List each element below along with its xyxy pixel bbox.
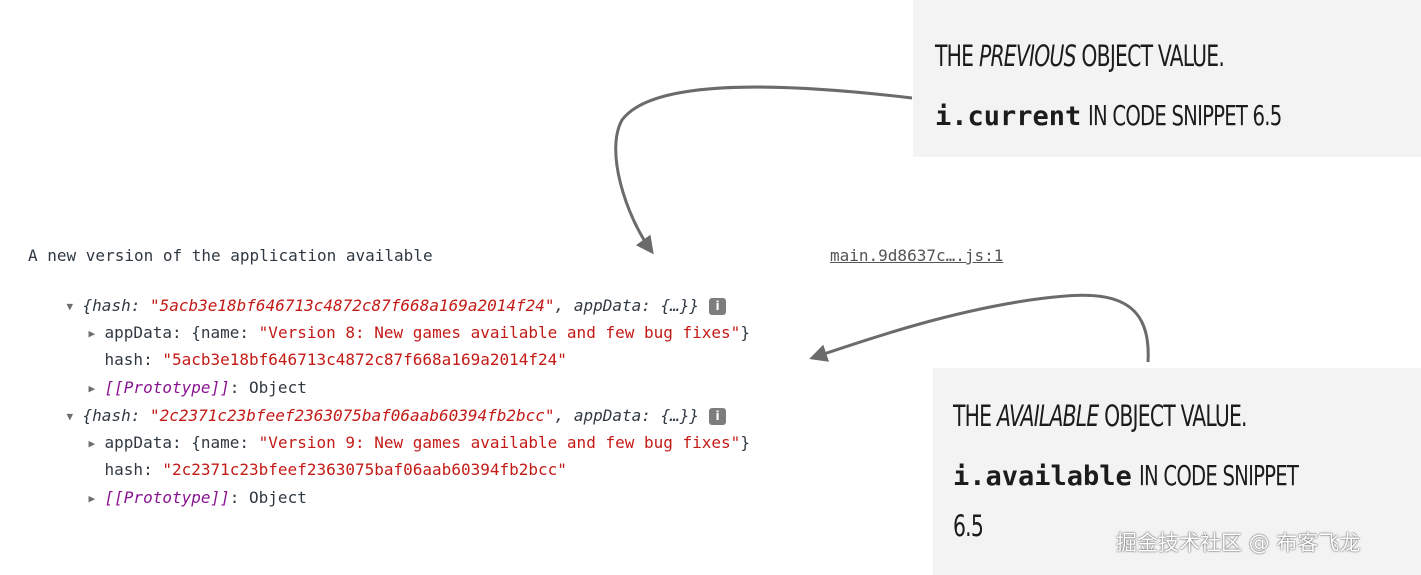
annotation-code: i.current	[935, 101, 1082, 132]
expand-triangle-icon[interactable]: ▼	[66, 299, 74, 313]
available-annotation-code-line: i.available IN CODE SNIPPET	[953, 456, 1343, 497]
annotation-emphasis: AVAILABLE	[996, 399, 1099, 433]
annotation-suffix: OBJECT VALUE.	[1104, 399, 1247, 433]
hash-value: "2c2371c23bfeef2363075baf06aab60394fb2bc…	[162, 460, 567, 479]
summary-hash-key: hash	[92, 296, 131, 315]
annotation-prefix: THE	[935, 39, 974, 73]
hash-key: hash	[104, 460, 144, 479]
summary-hash-value: "2c2371c23bfeef2363075baf06aab60394fb2bc…	[149, 406, 555, 425]
previous-arrow	[614, 85, 913, 255]
appdata-name-value: "Version 9: New games available and few …	[258, 433, 741, 452]
prototype-value: Object	[249, 378, 307, 397]
appdata-name-value: "Version 8: New games available and few …	[258, 323, 741, 342]
annotation-code: i.available	[953, 461, 1132, 492]
appdata-key: appData	[104, 323, 172, 342]
previous-annotation-title: THE PREVIOUS OBJECT VALUE.	[935, 36, 1225, 76]
source-link[interactable]: main.9d8637c….js:1	[830, 246, 1004, 265]
annotation-prefix: THE	[953, 399, 992, 433]
prototype-value: Object	[249, 488, 307, 507]
appdata-name-key: name	[200, 433, 240, 452]
summary-hash-value: "5acb3e18bf646713c4872c87f668a169a2014f2…	[149, 296, 555, 315]
hash-value: "5acb3e18bf646713c4872c87f668a169a2014f2…	[162, 350, 567, 369]
hash-row: hash: "5acb3e18bf646713c4872c87f668a169a…	[104, 350, 567, 369]
available-annotation-trailing2: 6.5	[953, 509, 984, 543]
summary-appdata-key: appData	[573, 406, 642, 425]
object-summary-row[interactable]: ▼{hash: "5acb3e18bf646713c4872c87f668a16…	[28, 270, 727, 315]
annotation-trailing: IN CODE SNIPPET 6.5	[1088, 99, 1282, 132]
prototype-row[interactable]: ▶[[Prototype]]: Object	[50, 352, 307, 397]
watermark: 掘金技术社区 @ 布客飞龙	[1116, 531, 1361, 555]
appdata-name-key: name	[200, 323, 240, 342]
available-annotation: THE AVAILABLE OBJECT VALUE. i.available …	[933, 368, 1421, 575]
previous-annotation-code-line: i.current IN CODE SNIPPET 6.5	[935, 96, 1336, 137]
summary-appdata-key: appData	[573, 296, 642, 315]
appdata-row[interactable]: ▶appData: {name: "Version 8: New games a…	[50, 297, 750, 342]
annotation-emphasis: PREVIOUS	[978, 39, 1077, 73]
available-arrow	[809, 293, 1150, 363]
previous-annotation: THE PREVIOUS OBJECT VALUE. i.current IN …	[913, 0, 1421, 157]
prototype-key: [[Prototype]]	[104, 378, 230, 397]
expand-triangle-icon[interactable]: ▼	[66, 409, 74, 423]
info-icon[interactable]: i	[709, 408, 727, 425]
summary-appdata-value: {…}	[660, 406, 690, 425]
console-message: A new version of the application availab…	[28, 246, 433, 265]
collapse-triangle-icon[interactable]: ▶	[88, 326, 96, 340]
annotation-trailing: IN CODE SNIPPET	[1138, 459, 1299, 492]
collapse-triangle-icon[interactable]: ▶	[88, 436, 96, 450]
object-summary-row[interactable]: ▼{hash: "2c2371c23bfeef2363075baf06aab60…	[28, 380, 727, 425]
collapse-triangle-icon[interactable]: ▶	[88, 491, 96, 505]
annotation-suffix: OBJECT VALUE.	[1081, 39, 1225, 73]
hash-row: hash: "2c2371c23bfeef2363075baf06aab6039…	[104, 460, 567, 479]
prototype-row[interactable]: ▶[[Prototype]]: Object	[50, 462, 307, 507]
appdata-row[interactable]: ▶appData: {name: "Version 9: New games a…	[50, 407, 750, 452]
summary-appdata-value: {…}	[660, 296, 690, 315]
summary-hash-key: hash	[92, 406, 131, 425]
available-annotation-title: THE AVAILABLE OBJECT VALUE.	[953, 396, 1247, 436]
prototype-key: [[Prototype]]	[104, 488, 230, 507]
collapse-triangle-icon[interactable]: ▶	[88, 381, 96, 395]
hash-key: hash	[104, 350, 144, 369]
appdata-key: appData	[104, 433, 172, 452]
info-icon[interactable]: i	[709, 298, 727, 315]
